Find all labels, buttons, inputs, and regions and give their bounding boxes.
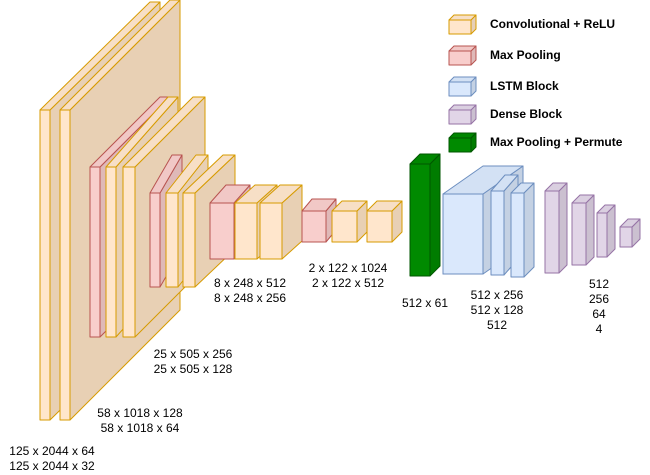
stage2-dims: 58 x 1018 x 128 58 x 1018 x 64 (90, 406, 190, 436)
legend-label-lstm: LSTM Block (490, 79, 559, 93)
legend-item-conv: Convolutional + ReLU (448, 14, 648, 36)
stage1-dims: 125 x 2044 x 64 125 x 2044 x 32 (2, 444, 102, 474)
stage4-conv-block-2 (259, 184, 303, 260)
stage3-dim-b: 25 x 505 x 128 (153, 362, 233, 376)
legend-item-pool: Max Pooling (448, 45, 648, 67)
stage1-dim-a: 125 x 2044 x 64 (9, 444, 95, 458)
legend-swatch-conv (448, 14, 477, 35)
dense-block-3 (596, 204, 616, 258)
stage5-dim-b: 2 x 122 x 512 (311, 276, 385, 290)
stage5-conv-block-2 (366, 200, 403, 243)
stage4-dims: 8 x 248 x 512 8 x 248 x 256 (200, 276, 300, 306)
dense-dim-d: 4 (595, 322, 603, 336)
stage4-dim-b: 8 x 248 x 256 (213, 291, 287, 305)
dense-block-4 (619, 218, 641, 248)
stage5-dims: 2 x 122 x 1024 2 x 122 x 512 (298, 261, 398, 291)
stage2-dim-a: 58 x 1018 x 128 (97, 406, 183, 420)
dense-dim-c: 64 (592, 307, 606, 321)
stage1-dim-b: 125 x 2044 x 32 (9, 459, 95, 473)
permute-block (409, 153, 441, 277)
stage5-pool-block (301, 198, 337, 243)
permute-dims: 512 x 61 (395, 296, 455, 311)
stage5-conv-block-1 (331, 200, 368, 243)
lstm-dim-c: 512 (486, 318, 508, 332)
legend-swatch-block-dense (448, 104, 477, 125)
dense-block-2 (571, 194, 595, 266)
lstm-dim-b: 512 x 128 (470, 303, 524, 317)
lstm-dims: 512 x 256 512 x 128 512 (462, 288, 532, 333)
stage5-dim-a: 2 x 122 x 1024 (308, 261, 388, 275)
legend-swatch-shape-pool (448, 45, 477, 66)
legend-label-dense: Dense Block (490, 107, 563, 121)
stage4-dim-a: 8 x 248 x 512 (213, 276, 287, 290)
legend-swatch-dense (448, 104, 477, 125)
dense-dim-a: 512 (588, 277, 610, 291)
legend-label-conv: Convolutional + ReLU (490, 17, 616, 31)
legend-swatch-permute (448, 132, 477, 153)
legend-swatch-lstm (448, 76, 477, 97)
legend-swatch-shape-lstm (448, 76, 477, 97)
legend-swatch-block-lstm (448, 76, 477, 97)
legend-item-dense: Dense Block (448, 104, 648, 126)
legend-swatch-shape-conv (448, 14, 477, 35)
stage3-dim-a: 25 x 505 x 256 (153, 347, 233, 361)
legend-swatch-shape-dense (448, 104, 477, 125)
permute-dim-a: 512 x 61 (401, 296, 449, 310)
legend-swatch-pool (448, 45, 477, 66)
legend-swatch-block-permute (448, 132, 477, 153)
legend-item-permute: Max Pooling + Permute (448, 132, 648, 154)
legend-swatch-shape-permute (448, 132, 477, 153)
legend-label-permute: Max Pooling + Permute (490, 135, 623, 149)
stage3-dims: 25 x 505 x 256 25 x 505 x 128 (143, 347, 243, 377)
lstm-dim-a: 512 x 256 (470, 288, 524, 302)
lstm-slab-3 (510, 182, 535, 278)
stage2-dim-b: 58 x 1018 x 64 (100, 421, 180, 435)
legend-item-lstm: LSTM Block (448, 76, 648, 98)
legend-label-pool: Max Pooling (490, 48, 561, 62)
dense-block-1 (544, 182, 568, 274)
legend-swatch-block-pool (448, 45, 477, 66)
dense-dims: 512 256 64 4 (584, 277, 614, 337)
legend-swatch-block-conv (448, 14, 477, 35)
dense-dim-b: 256 (588, 292, 610, 306)
